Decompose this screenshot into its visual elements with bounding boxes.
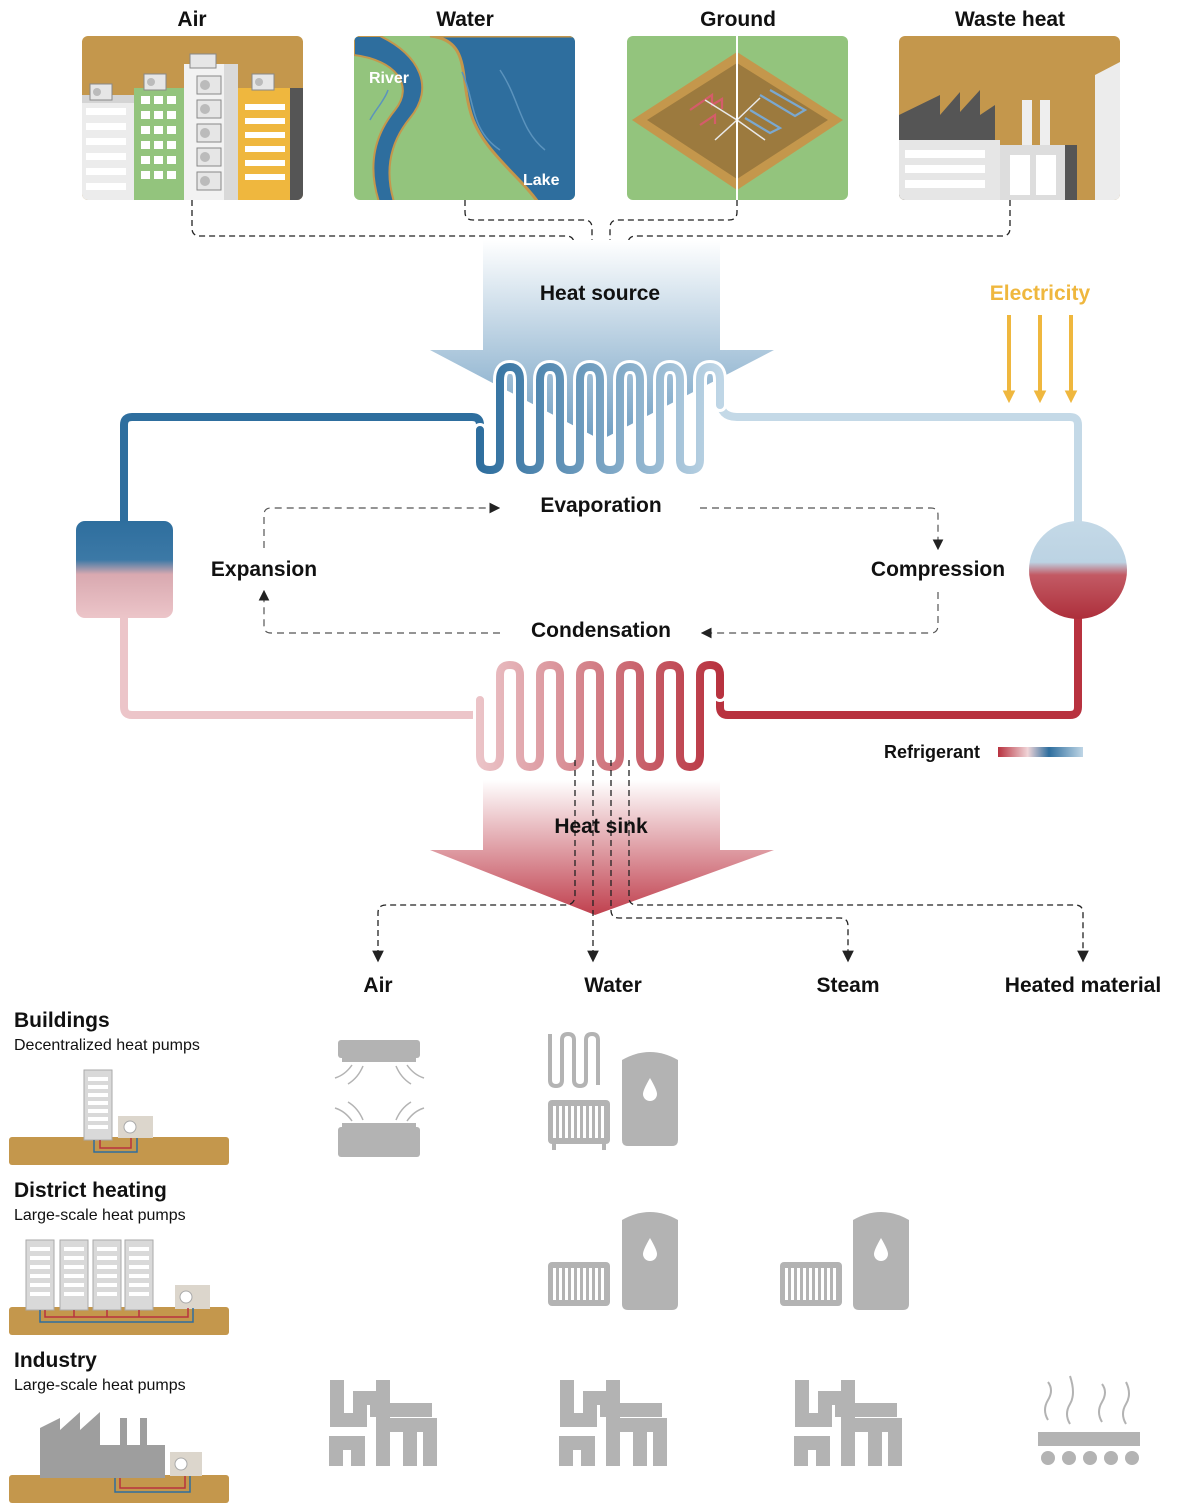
water-source-illustration [354,36,575,200]
source-ground-title: Ground [700,8,776,31]
refrigerant-gradient-bar [998,747,1083,757]
application-district-heating-subtitle: Large-scale heat pumps [14,1207,186,1224]
application-buildings-subtitle: Decentralized heat pumps [14,1037,200,1054]
electricity-arrows [1002,315,1078,404]
application-buildings-title: Buildings [14,1009,110,1032]
cycle-arrows [258,502,944,639]
air-source-illustration [82,36,303,200]
sink-connectors [372,760,1089,963]
buildings-illustration [9,1069,229,1165]
lake-label: Lake [523,172,560,189]
compression-label: Compression [870,558,1006,581]
heat-sink-label: Heat sink [554,815,648,838]
source-waste-heat-title: Waste heat [954,8,1066,31]
pipe-system-icon [329,1380,437,1466]
sink-water-label: Water [584,974,642,997]
radiator-and-boiler-icon [780,1212,909,1310]
waste-heat-source-illustration [899,36,1120,200]
evaporation-label: Evaporation [540,494,662,517]
radiator-and-boiler-icon [548,1031,678,1150]
source-connectors [191,200,1011,345]
radiator-and-boiler-icon [548,1212,678,1310]
application-district-heating-title: District heating [14,1179,167,1202]
pipe-cold-left [120,413,484,526]
air-conditioner-icon [334,1040,425,1157]
refrigerant-label: Refrigerant [884,742,981,762]
application-industry-subtitle: Large-scale heat pumps [14,1377,186,1394]
electricity-label: Electricity [989,282,1091,305]
heat-sink-arrow [430,780,774,915]
condensation-label: Condensation [531,619,671,642]
application-industry-title: Industry [14,1349,97,1372]
condenser-coil [476,661,724,771]
ground-source-illustration [627,36,848,200]
expansion-label: Expansion [210,558,318,581]
river-label: River [369,70,409,87]
sink-air-label: Air [363,974,393,997]
source-water-title: Water [436,8,494,31]
compressor [1029,521,1127,619]
source-air-title: Air [177,8,207,31]
pipe-vapor-right [716,396,1082,526]
district-heating-illustration [9,1239,229,1335]
sink-steam-label: Steam [816,974,880,997]
sink-heated-material-label: Heated material [1004,974,1162,997]
pipe-system-icon [794,1380,902,1466]
evaporator-coil [476,363,724,474]
heated-material-icon [1038,1375,1140,1465]
heat-source-label: Heat source [539,282,661,305]
expansion-valve [76,521,173,618]
pipe-hot-right [716,614,1082,719]
pipe-system-icon [559,1380,667,1466]
industry-illustration [9,1412,229,1503]
